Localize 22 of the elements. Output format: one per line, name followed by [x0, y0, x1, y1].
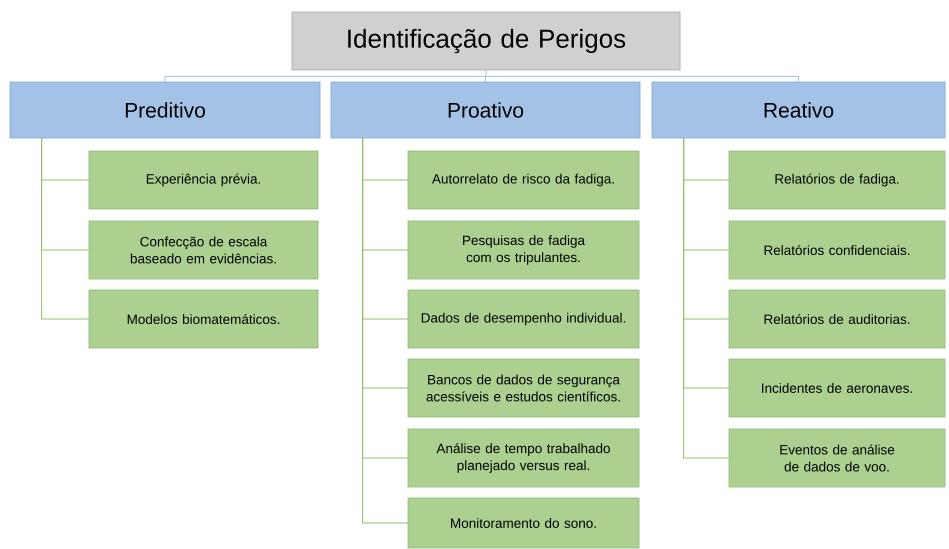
connector-line [683, 138, 730, 458]
item-box: Monitoramento do sono. [408, 498, 640, 548]
item-box: Experiência prévia. [88, 150, 318, 210]
title-box: Identificação de Perigos [292, 12, 680, 70]
item-box: Pesquisas de fadiga com os tripulantes. [408, 220, 640, 280]
item-box: Modelos biomatemáticos. [88, 290, 318, 348]
item-box: Dados de desempenho individual. [408, 290, 640, 348]
item-box: Bancos de dados de segurança acessíveis e estudos científicos. [408, 358, 640, 418]
item-box: Relatórios de auditorias. [728, 290, 946, 348]
item-box: Análise de tempo trabalhado planejado versus real. [408, 428, 640, 488]
category-box: Reativo [652, 82, 946, 138]
item-box: Eventos de análise de dados de voo. [728, 428, 946, 488]
connector-line [486, 70, 799, 82]
item-box: Relatórios confidenciais. [728, 220, 946, 280]
category-box: Preditivo [10, 82, 320, 138]
category-box: Proativo [330, 82, 640, 138]
connector-line [41, 138, 90, 320]
item-box: Confecção de escala baseado em evidências. [88, 220, 318, 280]
connector-line [362, 138, 408, 524]
item-box: Incidentes de aeronaves. [728, 358, 946, 418]
item-box: Relatórios de fadiga. [728, 150, 946, 210]
item-box: Autorrelato de risco da fadiga. [408, 150, 640, 210]
